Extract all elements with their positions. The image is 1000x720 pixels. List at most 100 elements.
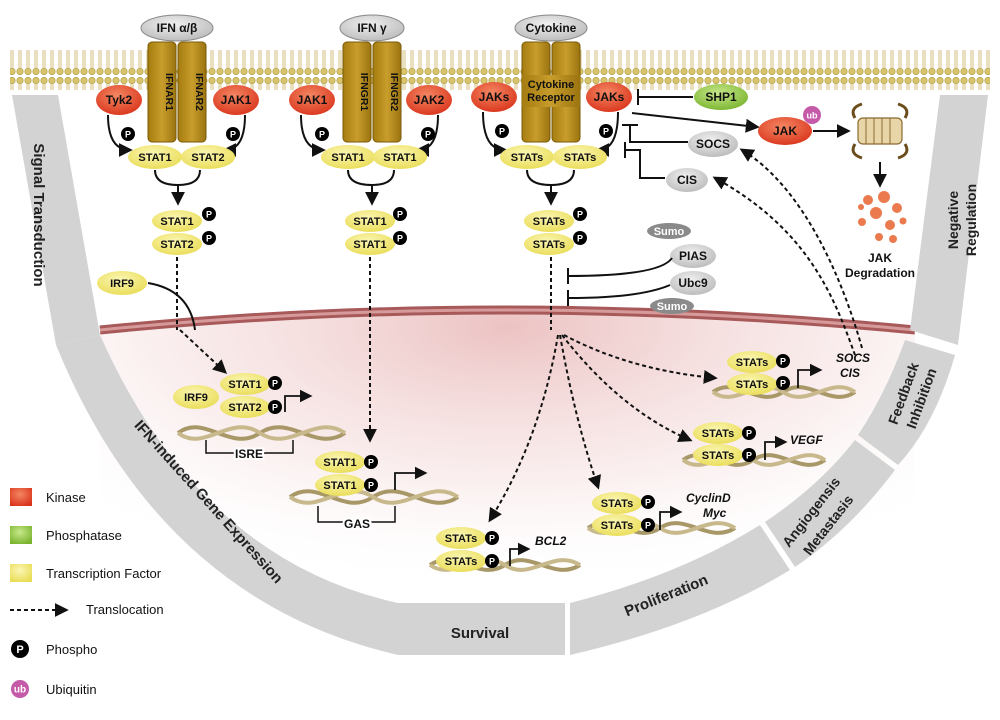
arc-proliferation (570, 525, 790, 655)
svg-text:STAT2: STAT2 (191, 152, 224, 164)
cytokine-module: Cytokine Cytokine Receptor JAKs JAKs P P… (471, 14, 632, 330)
svg-text:Sumo: Sumo (654, 226, 685, 238)
legend: Kinase Phosphatase Transcription Factor … (10, 488, 164, 698)
cyclind-complex: STATs P STATs P CyclinD Myc (586, 491, 737, 536)
svg-text:CIS: CIS (677, 173, 697, 187)
svg-text:STAT1: STAT1 (160, 216, 193, 228)
svg-text:P: P (780, 379, 786, 389)
stat2-dimer (152, 233, 202, 255)
svg-text:P: P (272, 403, 278, 413)
legend-phosphatase: Phosphatase (46, 528, 122, 543)
ubiquitin-tag (803, 106, 821, 124)
svg-text:JAK: JAK (773, 124, 797, 138)
svg-text:P: P (780, 357, 786, 367)
nuclear-membrane (99, 305, 916, 335)
degradation-line2: Degradation (845, 266, 915, 280)
arc-angiogenesis (765, 440, 895, 567)
svg-text:STAT1: STAT1 (353, 239, 386, 251)
receptor-cytokine (522, 75, 580, 107)
regulator-cis (666, 168, 708, 192)
svg-text:STAT1: STAT1 (323, 457, 356, 469)
ifn-g-module: IFN γ IFNGR1 IFNGR2 JAK1 JAK2 P P STAT1 … (289, 14, 452, 443)
kinase-jak1 (213, 85, 259, 115)
receptor-ifnar1 (147, 41, 177, 143)
receptor-ifngr2 (372, 41, 402, 143)
arc-feedback (858, 340, 955, 465)
svg-text:Cytokine: Cytokine (526, 21, 577, 35)
feedback-to-cis (712, 176, 856, 356)
svg-text:P: P (499, 127, 505, 137)
svg-text:STATs: STATs (511, 152, 543, 164)
svg-text:JAKs: JAKs (594, 90, 625, 104)
svg-text:P: P (230, 130, 236, 140)
svg-text:STATs: STATs (564, 152, 596, 164)
isre-label: ISRE (235, 447, 263, 461)
svg-text:P: P (425, 130, 431, 140)
svg-text:STATs: STATs (736, 379, 768, 391)
svg-text:P: P (645, 521, 651, 531)
svg-text:IFN γ: IFN γ (357, 21, 387, 35)
svg-text:STATs: STATs (702, 428, 734, 440)
svg-text:SOCS: SOCS (696, 137, 730, 151)
svg-text:STAT1: STAT1 (323, 480, 356, 492)
legend-ubiquitin-icon (11, 680, 29, 698)
stat1-dock (128, 145, 182, 169)
svg-text:STATs: STATs (601, 520, 633, 532)
svg-text:IRF9: IRF9 (184, 392, 208, 404)
svg-text:STATs: STATs (601, 498, 633, 510)
arc-signal-transduction (12, 95, 100, 345)
svg-text:P: P (577, 234, 583, 244)
legend-phospho: Phospho (46, 642, 97, 657)
translocation-arrows (488, 334, 718, 523)
legend-tf-swatch (10, 564, 32, 582)
svg-text:PIAS: PIAS (679, 249, 707, 263)
legend-phosphatase-swatch (10, 526, 32, 544)
svg-text:P: P (272, 379, 278, 389)
legend-kinase-swatch (10, 488, 32, 506)
phosphatase-shp1 (694, 84, 748, 110)
svg-text:P: P (397, 234, 403, 244)
svg-text:STAT1: STAT1 (228, 379, 261, 391)
proteasome-icon (851, 102, 909, 160)
svg-text:P: P (577, 210, 583, 220)
svg-text:P: P (746, 429, 752, 439)
svg-text:ub: ub (14, 685, 26, 696)
irf9-nucleus (173, 385, 219, 409)
svg-text:Receptor: Receptor (527, 92, 575, 104)
svg-text:STATs: STATs (445, 533, 477, 545)
svg-text:P: P (489, 557, 495, 567)
negative-regulation: SHP1 SOCS CIS JAK ub (622, 84, 915, 280)
svg-text:ub: ub (807, 111, 818, 121)
svg-text:STATs: STATs (445, 556, 477, 568)
svg-text:STAT1: STAT1 (138, 152, 171, 164)
bcl2-complex: STATs P STATs P BCL2 (428, 527, 582, 572)
legend-ubiquitin: Ubiquitin (46, 682, 97, 697)
ligand-ifn-g (339, 14, 405, 42)
kinase-jaks-right (586, 82, 632, 112)
feedback-to-socs (739, 148, 863, 349)
gene-socs: SOCS (836, 351, 870, 365)
legend-translocation: Translocation (86, 602, 164, 617)
vegf-complex: STATs P STATs P VEGF (681, 422, 827, 467)
svg-text:P: P (206, 234, 212, 244)
svg-text:P: P (125, 130, 131, 140)
svg-text:P: P (368, 481, 374, 491)
stat1-dimer (152, 210, 202, 232)
svg-text:STATs: STATs (533, 239, 565, 251)
gas-label: GAS (344, 517, 370, 531)
kinase-jak-ubiquitinated (758, 117, 812, 145)
arc-negative-regulation (910, 95, 988, 345)
svg-text:JAKs: JAKs (479, 90, 510, 104)
svg-text:P: P (368, 458, 374, 468)
svg-text:P: P (319, 130, 325, 140)
section-survival: Survival (451, 625, 509, 642)
gas-complex: STAT1 P STAT1 P GAS (288, 451, 460, 533)
section-signal-transduction: Signal Transduction (30, 143, 47, 286)
legend-kinase: Kinase (46, 490, 86, 505)
svg-text:IFNAR1: IFNAR1 (163, 73, 175, 111)
svg-text:STATs: STATs (533, 216, 565, 228)
stat2-dock (181, 145, 235, 169)
receptor-ifnar2 (177, 41, 207, 143)
degradation-line1: JAK (868, 251, 892, 265)
irf9-cytoplasm (97, 271, 147, 295)
